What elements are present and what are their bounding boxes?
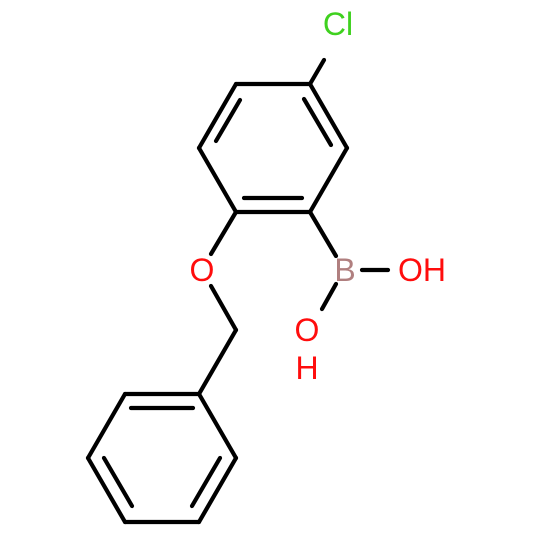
ether-oxygen-label: O	[190, 252, 215, 288]
ring-bond	[196, 81, 239, 151]
ring-double-bond	[101, 455, 135, 509]
ring-bond	[196, 391, 239, 461]
c-o-ether-bond	[208, 209, 239, 257]
b-o-bond	[319, 281, 339, 312]
ring-double-bond	[301, 96, 334, 148]
ring-double-bond	[189, 455, 223, 509]
chlorophenyl-ring	[196, 81, 350, 215]
ring-bond	[85, 391, 128, 461]
ring-bond	[307, 81, 350, 151]
c-cl-bond	[307, 57, 327, 87]
ring-double-bond	[213, 97, 243, 144]
o-ch2-bond	[208, 283, 239, 333]
ring-bond	[196, 455, 239, 525]
ring-bond	[196, 145, 239, 215]
ch2-phenyl-bond	[196, 327, 239, 397]
ring-bond	[307, 145, 350, 215]
c-b-bond	[307, 209, 339, 259]
hydroxyl-lower-h-label: H	[295, 350, 318, 386]
hydroxyl-lower-o-label: O	[295, 312, 320, 348]
phenyl-ring	[85, 391, 239, 525]
boron-label: B	[334, 252, 355, 288]
hydroxyl-right-label: OH	[398, 252, 446, 288]
chlorine-label: Cl	[323, 6, 353, 42]
ring-bond	[85, 455, 128, 525]
